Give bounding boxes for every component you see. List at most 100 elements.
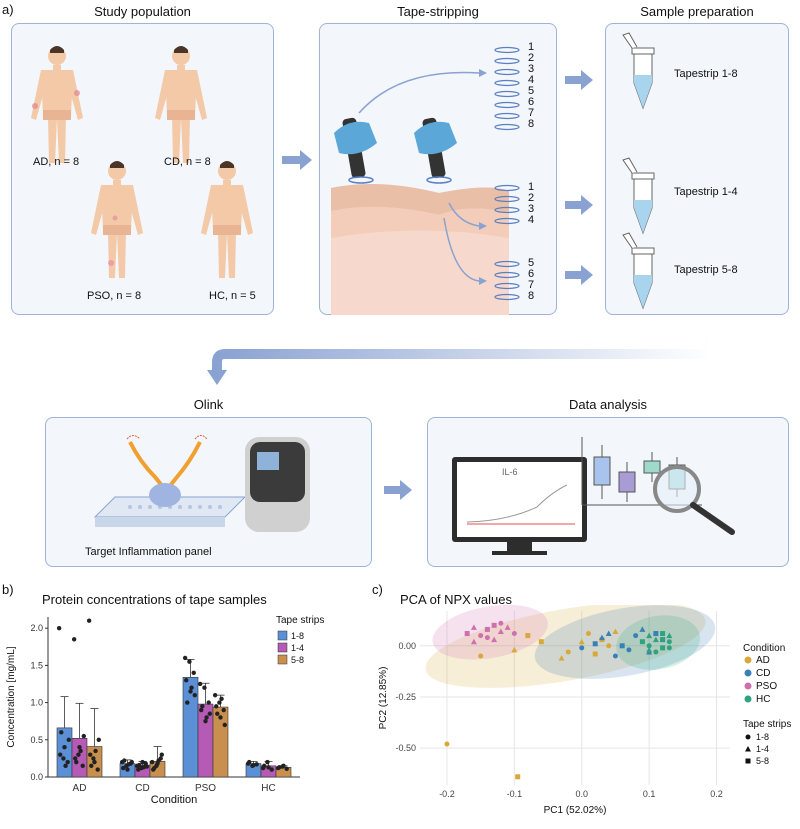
data-point [265, 759, 270, 765]
x-tick-label: AD [73, 783, 87, 794]
data-analysis-illustration [452, 437, 735, 555]
y-tick-label: 0.00 [398, 641, 416, 651]
legend-swatch [277, 654, 288, 665]
data-point [200, 704, 205, 709]
x-tick-label: -0.1 [507, 789, 523, 799]
data-point [156, 758, 161, 763]
panel-c-letter: c) [372, 582, 383, 597]
data-point [666, 632, 673, 639]
y-axis-label: PC2 (12.85%) [378, 667, 389, 730]
x-tick-label: HC [261, 783, 275, 794]
y-tick-label: 0.0 [30, 772, 43, 782]
data-point [478, 633, 484, 639]
data-point [78, 748, 83, 754]
tube-5-8 [622, 232, 655, 309]
tube-1-4 [622, 157, 655, 234]
human-pso [91, 161, 143, 278]
data-point [184, 678, 189, 683]
data-point [277, 765, 282, 770]
data-point [199, 707, 204, 713]
x-axis-label: Condition [151, 794, 197, 806]
data-point [93, 748, 98, 754]
data-point [71, 637, 77, 642]
data-point [266, 765, 271, 770]
data-point [633, 633, 639, 639]
data-point [639, 639, 645, 645]
legend-label: 5-8 [291, 655, 304, 665]
olink-box [45, 417, 372, 567]
data-point [62, 745, 67, 750]
data-point [666, 645, 672, 651]
data-point [745, 758, 751, 764]
data-point [598, 634, 605, 641]
glove-left [334, 117, 377, 184]
data-point [121, 765, 126, 771]
legend-shape-title: Tape strips [743, 719, 791, 730]
legend-swatch [277, 630, 288, 641]
data-point [65, 759, 70, 765]
y-tick-label: 2.0 [30, 623, 43, 633]
x-axis-label: PC1 (52.02%) [544, 805, 607, 816]
data-point [464, 631, 470, 637]
data-point [222, 722, 227, 728]
data-point [251, 762, 256, 768]
data-point [215, 711, 220, 716]
data-point [76, 752, 81, 757]
data-point [212, 692, 218, 698]
data-point [56, 625, 62, 631]
y-tick-label: 1.5 [30, 660, 43, 670]
data-point [188, 689, 193, 694]
data-point [484, 635, 490, 641]
data-point [207, 711, 212, 716]
data-point [619, 643, 625, 649]
data-point [202, 685, 207, 690]
data-point [137, 762, 142, 768]
x-tick-label: 0.1 [643, 789, 656, 799]
screen-label: IL-6 [502, 467, 518, 477]
x-tick-label: 0.0 [575, 789, 588, 799]
y-tick-label: 1.0 [30, 698, 43, 708]
confidence-ellipse [534, 605, 716, 679]
data-point [122, 758, 127, 763]
human-cd [155, 46, 207, 163]
x-tick-label: PSO [195, 783, 216, 794]
legend-label: 1-4 [291, 643, 304, 653]
tubes-illustration [622, 32, 655, 309]
panel-b-letter: b) [2, 582, 14, 597]
data-point [592, 651, 598, 657]
data-point [745, 734, 751, 740]
data-point [606, 643, 612, 649]
tube-label-1-4: Tapestrip 1-4 [674, 186, 738, 198]
tube-1-8 [622, 32, 655, 109]
group-label-pso: PSO, n = 8 [87, 290, 142, 302]
data-point [626, 647, 632, 653]
data-point [497, 628, 504, 634]
legend-swatch [744, 656, 752, 664]
data-point [565, 649, 571, 655]
data-point [58, 752, 63, 757]
data-point [646, 632, 653, 639]
data-point [660, 645, 666, 651]
y-tick-label: -0.25 [395, 692, 416, 702]
legend-title: Tape strips [276, 615, 324, 626]
data-point [159, 752, 164, 757]
legend-shape-label: 5-8 [756, 756, 769, 766]
group-label-ad: AD, n = 8 [33, 156, 80, 168]
data-point [189, 685, 194, 690]
group-label-cd: CD, n = 8 [164, 156, 211, 168]
arrows-tape-to-prep [565, 70, 593, 285]
data-point [538, 639, 544, 645]
data-point [491, 622, 497, 628]
olink-caption: Target Inflammation panel [85, 546, 212, 558]
glove-right [414, 117, 457, 184]
confidence-ellipse [616, 615, 701, 670]
data-point [284, 766, 289, 772]
data-point [470, 638, 477, 645]
legend-shape-label: 1-8 [756, 732, 769, 742]
data-point [63, 763, 68, 769]
legend-swatch [277, 642, 288, 653]
data-point [660, 637, 666, 643]
confidence-ellipse [425, 605, 706, 688]
data-point [491, 636, 498, 643]
